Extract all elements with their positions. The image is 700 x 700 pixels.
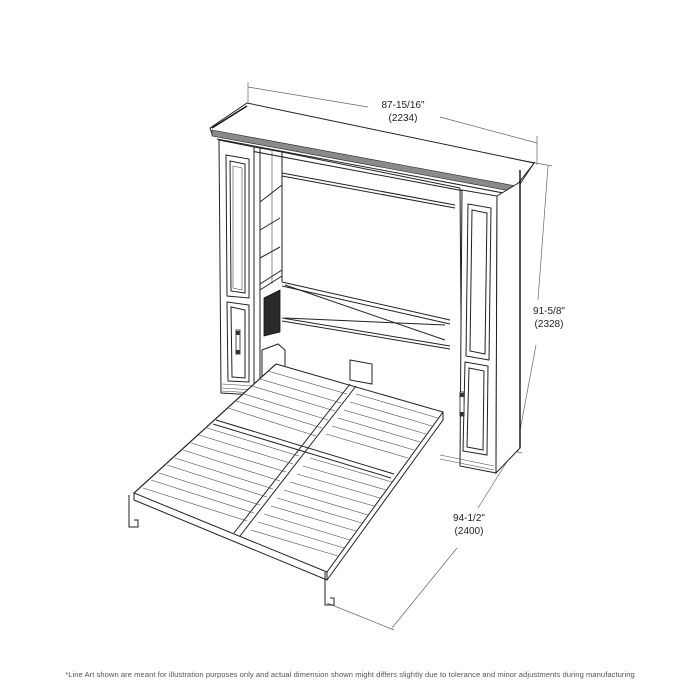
height-metric: (2328) [534, 319, 564, 330]
depth-imperial: 94-1/2" [453, 513, 485, 524]
depth-metric: (2400) [454, 526, 484, 537]
crown-molding [209, 102, 536, 201]
right-cabinet [439, 170, 521, 475]
bed-cavity [281, 151, 461, 385]
left-cabinet [218, 139, 261, 397]
width-dimension-label: 87-15/16" (2234) [368, 99, 438, 125]
disclaimer-footnote: *Line Art shown are meant for illustrati… [65, 670, 635, 679]
height-dimension-label: 91-5/8" (2328) [524, 305, 574, 331]
width-metric: (2234) [388, 113, 418, 124]
width-imperial: 87-15/16" [381, 100, 425, 111]
dimension-lines [247, 82, 553, 631]
height-imperial: 91-5/8" [533, 306, 565, 317]
bed-frame [128, 363, 444, 606]
depth-dimension-label: 94-1/2" (2400) [444, 512, 494, 538]
left-shelves [259, 147, 286, 379]
